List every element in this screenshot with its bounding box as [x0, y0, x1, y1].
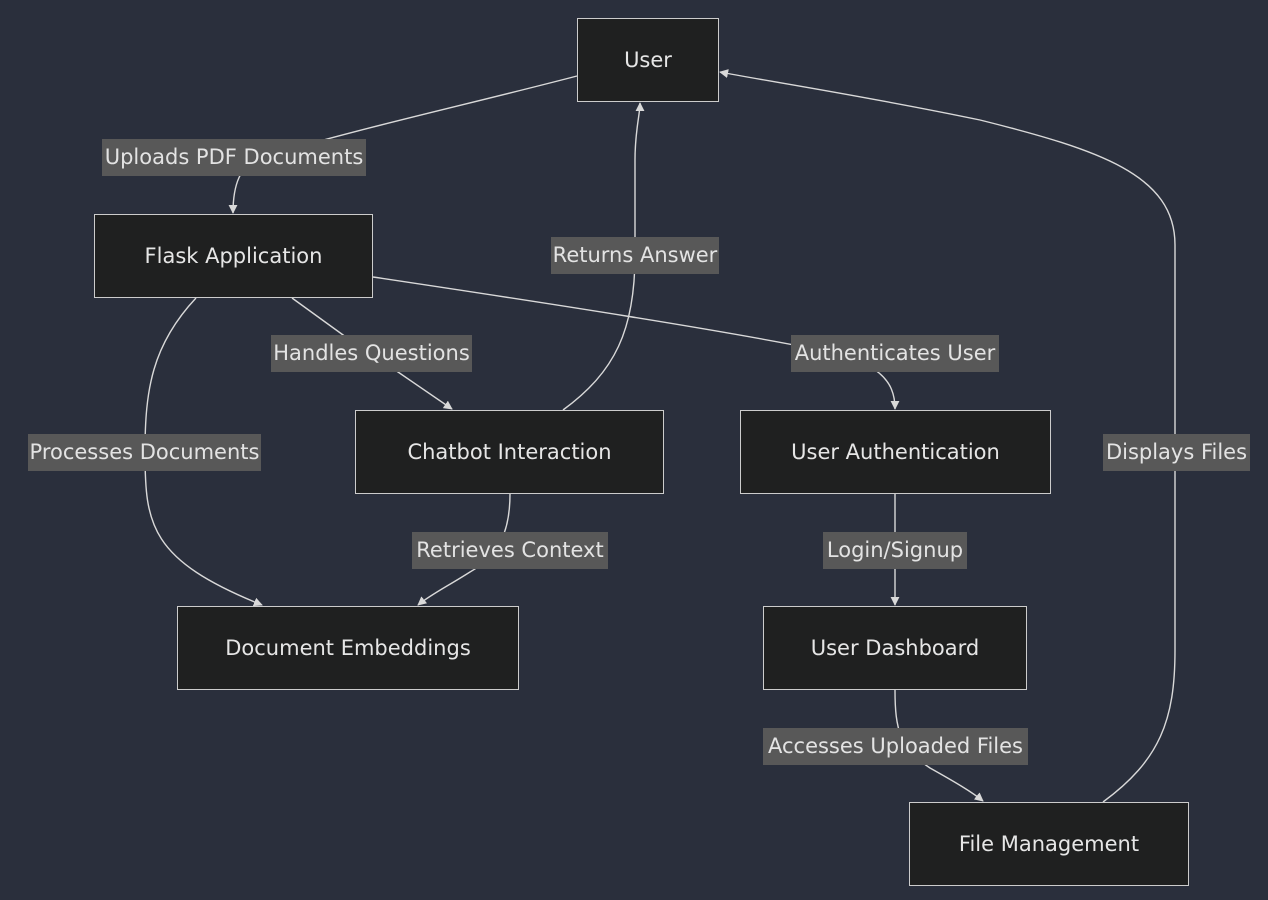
edge-label-accesses-uploaded-files: Accesses Uploaded Files	[763, 728, 1028, 765]
edge-retrieves-context	[417, 493, 511, 606]
edge-authenticates-user	[372, 276, 900, 410]
edge-label-handles-questions: Handles Questions	[271, 335, 472, 372]
node-user-dashboard[interactable]: User Dashboard	[763, 606, 1027, 690]
edge-displays-files	[719, 69, 1176, 803]
edge-accesses-uploaded-files	[894, 689, 984, 802]
edge-label-uploads-pdf: Uploads PDF Documents	[102, 139, 366, 176]
node-chatbot-interaction[interactable]: Chatbot Interaction	[355, 410, 664, 494]
node-user-authentication[interactable]: User Authentication	[740, 410, 1051, 494]
node-file-management[interactable]: File Management	[909, 802, 1189, 886]
edge-label-retrieves-context: Retrieves Context	[412, 532, 608, 569]
node-document-embeddings[interactable]: Document Embeddings	[177, 606, 519, 690]
edge-label-login-signup: Login/Signup	[823, 532, 967, 569]
edge-label-displays-files: Displays Files	[1103, 434, 1250, 471]
edge-returns-answer	[562, 102, 645, 411]
node-user[interactable]: User	[577, 18, 719, 102]
edge-label-processes-documents: Processes Documents	[28, 434, 261, 471]
node-flask-application[interactable]: Flask Application	[94, 214, 373, 298]
edge-label-returns-answer: Returns Answer	[551, 237, 719, 274]
edge-label-authenticates-user: Authenticates User	[791, 335, 999, 372]
